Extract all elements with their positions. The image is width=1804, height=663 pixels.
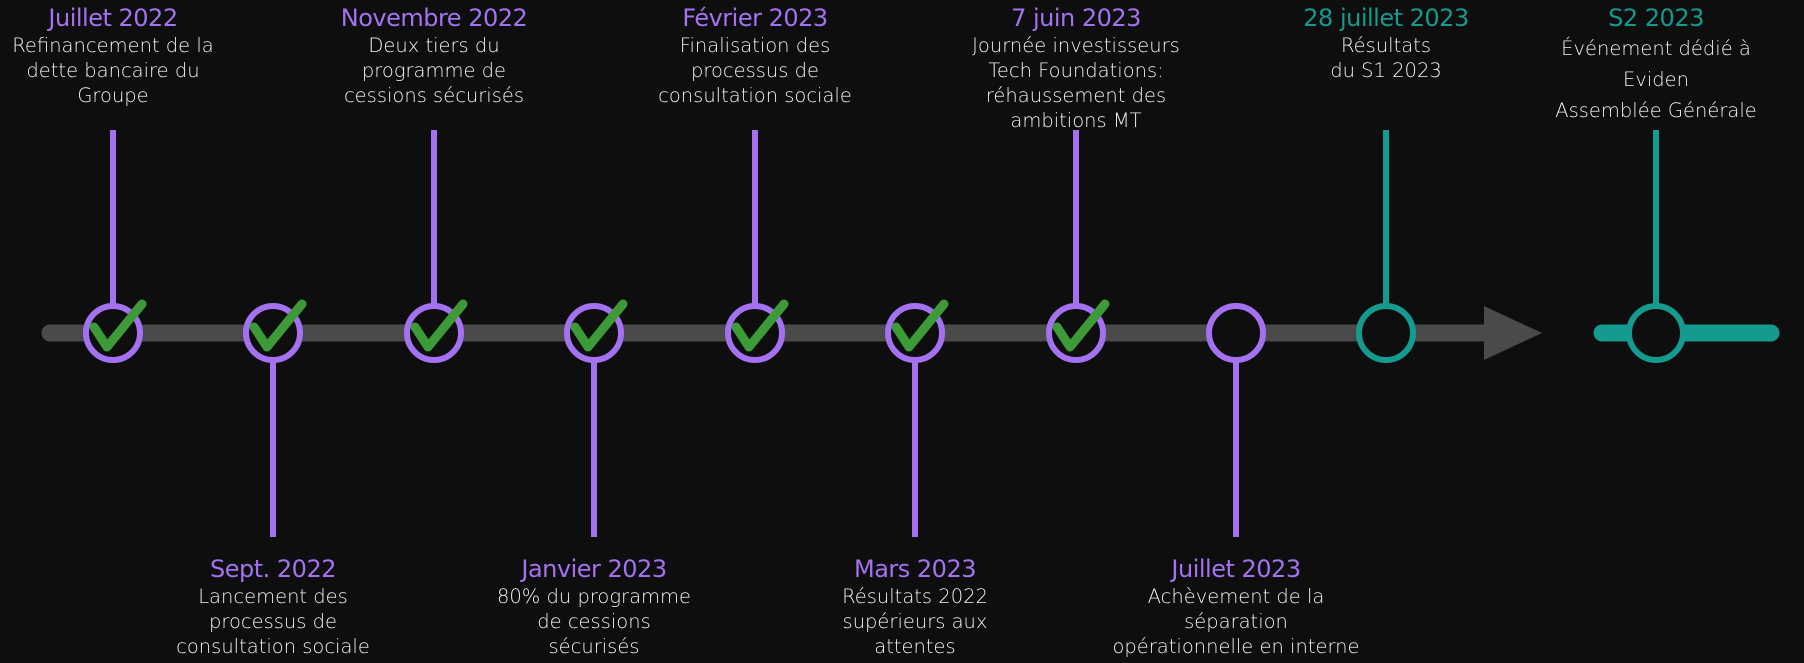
event-description-line: Finalisation des xyxy=(679,34,831,57)
event-date: Sept. 2022 xyxy=(210,555,336,583)
event-description-line: Lancement des xyxy=(198,585,348,608)
event-description-line: réhaussement des ambitions MT xyxy=(985,84,1167,132)
event-date: Février 2023 xyxy=(682,4,828,32)
checkmark-icon xyxy=(1052,299,1110,352)
event-description-line: Groupe xyxy=(77,84,149,107)
event-description-line: supérieurs aux xyxy=(842,610,988,633)
event-description-line: Achèvement de la xyxy=(1147,585,1325,608)
event-description-line: cessions sécurisés xyxy=(343,84,525,107)
event-date: S2 2023 xyxy=(1608,4,1704,32)
event-description-line: Événement dédié à Eviden xyxy=(1561,37,1751,91)
event-marker xyxy=(1356,303,1416,363)
event-description-line: Résultats xyxy=(1340,34,1431,57)
event-description-line: processus de xyxy=(690,59,820,82)
event-description-line: programme de xyxy=(361,59,507,82)
event-description-line: opérationnelle en interne xyxy=(1112,635,1360,658)
event-description-line: Tech Foundations: xyxy=(988,59,1164,82)
checkmark-icon xyxy=(249,299,307,352)
checkmark-icon xyxy=(731,299,789,352)
event-description-line: 80% du programme xyxy=(496,585,692,608)
event-date: 7 juin 2023 xyxy=(1011,4,1141,32)
event-date: Mars 2023 xyxy=(854,555,977,583)
event-description-line: dette bancaire du xyxy=(26,59,200,82)
event-marker xyxy=(1206,303,1266,363)
event-description-line: Refinancement de la xyxy=(12,34,214,57)
event-date: Juillet 2023 xyxy=(1171,555,1301,583)
timeline-arrowhead xyxy=(1484,306,1542,360)
event-date: Juillet 2022 xyxy=(48,4,178,32)
event-description-line: Deux tiers du xyxy=(368,34,500,57)
checkmark-icon xyxy=(89,299,147,352)
event-description-line: Journée investisseurs xyxy=(972,34,1180,57)
event-description-line: de cessions xyxy=(537,610,651,633)
event-description-line: du S1 2023 xyxy=(1330,59,1442,82)
checkmark-icon xyxy=(891,299,949,352)
event-date: Novembre 2022 xyxy=(340,4,528,32)
event-description-line: Assemblée Générale xyxy=(1555,99,1757,122)
event-description-line: sécurisés xyxy=(548,635,640,658)
event-marker xyxy=(1626,303,1686,363)
event-date: 28 juillet 2023 xyxy=(1303,4,1469,32)
event-description-line: séparation xyxy=(1184,610,1288,633)
event-description-line: consultation sociale xyxy=(176,635,370,658)
event-description-line: Résultats 2022 xyxy=(842,585,988,608)
event-date: Janvier 2023 xyxy=(521,555,667,583)
event-description-line: processus de xyxy=(208,610,338,633)
checkmark-icon xyxy=(410,299,468,352)
checkmark-icon xyxy=(570,299,628,352)
event-description-line: consultation sociale xyxy=(658,84,852,107)
event-description-line: attentes xyxy=(874,635,956,658)
